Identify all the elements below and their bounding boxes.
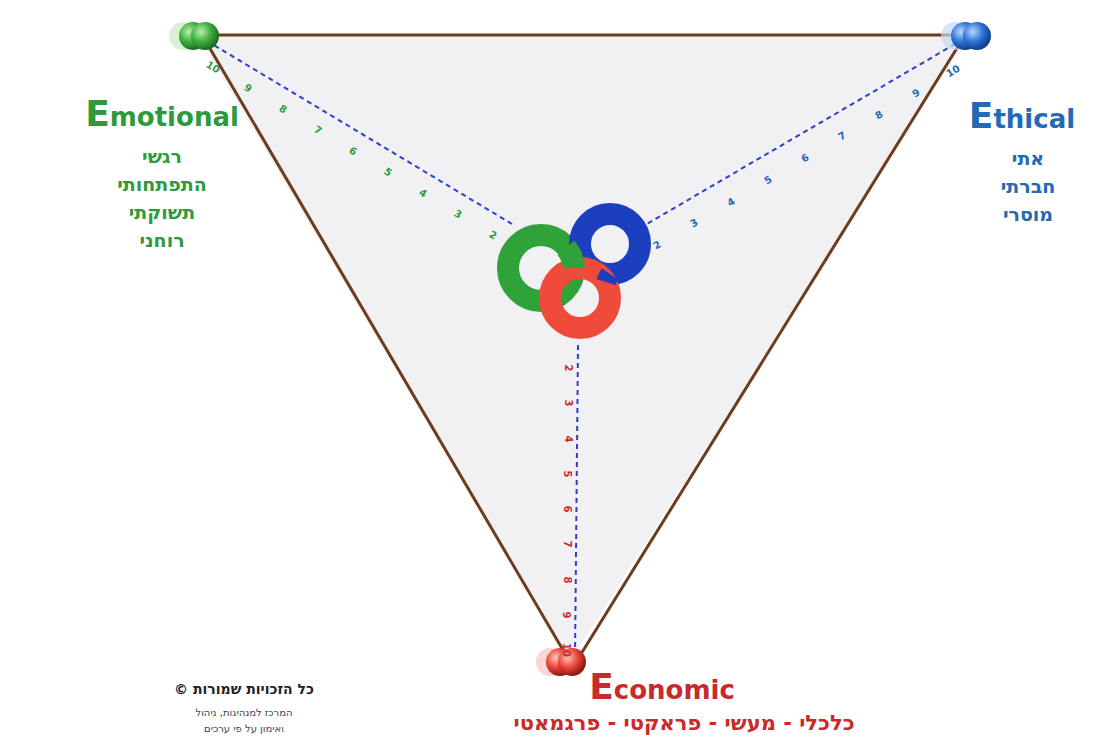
axis-term: כלכלי - מעשי - פראקטי - פרגמאטי — [513, 712, 854, 735]
axis-term: חברתי — [1001, 176, 1056, 197]
scale-number: 5 — [562, 470, 573, 477]
axis-term: תשוקתי — [129, 202, 195, 223]
copyright-note: כל הזכויות שמורות © — [174, 682, 314, 697]
axis-title: Emotional — [85, 94, 239, 134]
copyright-note: ואימון על פי ערכים — [204, 723, 284, 734]
scale-number: 6 — [562, 506, 573, 513]
scale-number: 8 — [561, 576, 572, 583]
copyright-note: המרכז למנהיגות, ניהול — [195, 707, 292, 718]
scale-number: 10 — [561, 643, 572, 657]
axis-term: מוסרי — [1003, 204, 1053, 225]
axis-term: אתי — [1012, 148, 1044, 169]
scale-number: 4 — [562, 435, 573, 442]
scale-number: 3 — [562, 400, 573, 407]
scale-number: 9 — [561, 611, 572, 618]
scale-number: 2 — [563, 365, 574, 372]
axis-title: Ethical — [969, 96, 1075, 136]
axis-title: Economic — [589, 667, 735, 707]
axis-term: התפתחותי — [117, 174, 207, 195]
scale-number: 7 — [561, 541, 572, 548]
axis-term: רגשי — [142, 146, 182, 167]
axis-term: רוחני — [139, 230, 184, 251]
